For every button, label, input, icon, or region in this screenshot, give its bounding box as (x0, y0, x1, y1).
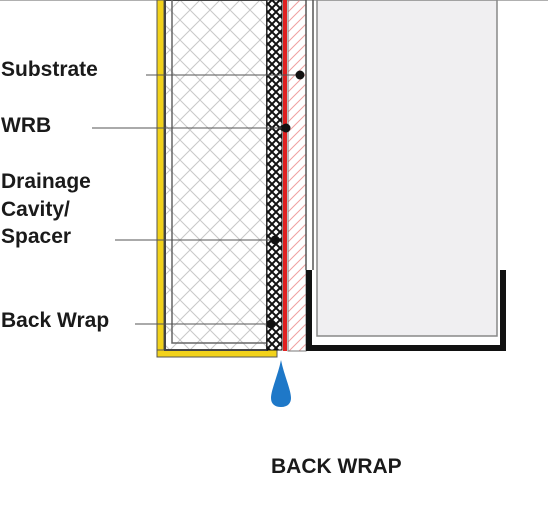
substrate-dot (295, 70, 305, 80)
drainage-label-line2: Cavity/ (1, 198, 70, 221)
yellow-finish-layer (156, 0, 165, 358)
drainage-label-line3: Spacer (1, 225, 72, 248)
drainage-label-line1: Drainage (1, 170, 91, 193)
wrb-label: WRB (1, 114, 52, 137)
interior-panel (316, 0, 498, 337)
drainage-dot (270, 235, 280, 245)
back-wrap-dot (266, 319, 276, 329)
diagram-caption: BACK WRAP (271, 455, 402, 478)
wrb-layer (283, 0, 287, 351)
bottom-track (306, 270, 506, 351)
substrate-layer (287, 0, 307, 352)
yellow-finish-bottom (156, 349, 278, 358)
back-wrap-label: Back Wrap (1, 309, 110, 332)
wrb-dot (281, 123, 291, 133)
insulation-panel (164, 0, 268, 351)
substrate-label: Substrate (1, 58, 98, 81)
drainage-mesh (266, 0, 283, 351)
water-drop-icon (271, 360, 291, 407)
